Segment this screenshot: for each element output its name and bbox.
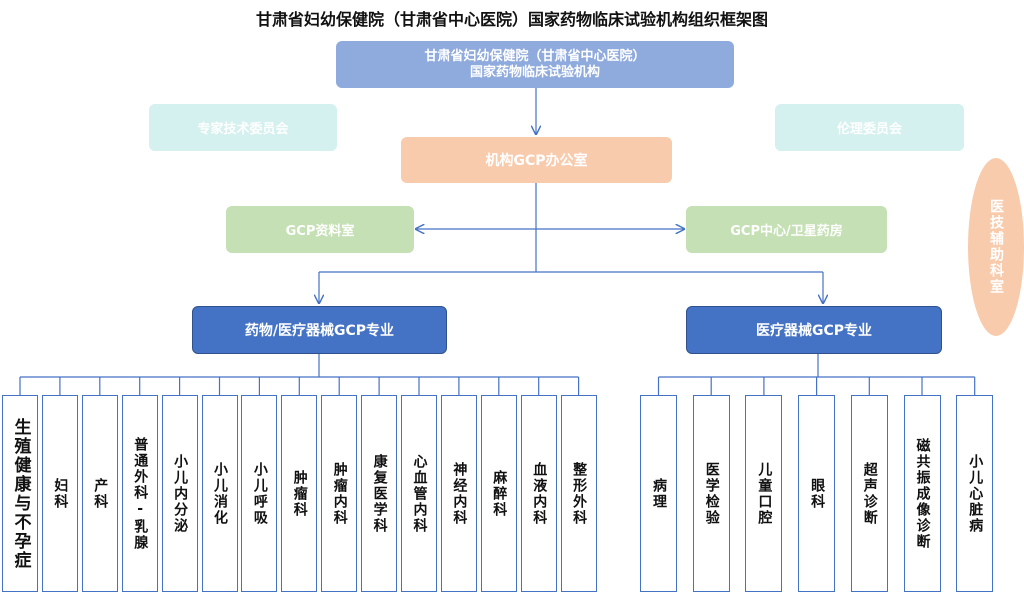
department-label: 整形外科 <box>571 461 588 526</box>
department-label: 超声诊断 <box>861 461 878 526</box>
department-box: 生殖健康与不孕症 <box>2 395 38 592</box>
department-box: 神经内科 <box>440 395 477 592</box>
department-box: 整形外科 <box>560 395 597 592</box>
department-label: 小儿消化 <box>212 461 228 526</box>
department-box: 康复医学科 <box>361 395 398 592</box>
department-box: 心血管内科 <box>401 395 437 592</box>
gcp-archive-box: GCP资料室 <box>226 206 414 253</box>
department-box: 妇科 <box>41 395 78 592</box>
department-label: 小儿呼吸 <box>251 461 268 526</box>
drug-specialty-box: 药物/医疗器械GCP专业 <box>192 306 447 354</box>
department-label: 磁共振成像诊断 <box>914 437 931 550</box>
department-box: 肿瘤科 <box>281 395 318 592</box>
medtech-dept-oval: 医技辅助科室 <box>968 158 1024 336</box>
department-label: 生殖健康与不孕症 <box>10 417 31 570</box>
department-box: 小儿消化 <box>201 395 238 592</box>
department-label: 医学检验 <box>703 461 720 526</box>
ethics-committee-box: 伦理委员会 <box>775 104 964 151</box>
page-title: 甘肃省妇幼保健院（甘肃省中心医院）国家药物临床试验机构组织框架图 <box>255 10 768 29</box>
department-box: 超声诊断 <box>850 395 888 592</box>
expert-committee-box: 专家技术委员会 <box>149 104 337 151</box>
department-box: 医学检验 <box>692 395 730 592</box>
department-label: 心血管内科 <box>411 453 428 534</box>
department-label: 小儿心脏病 <box>967 453 984 534</box>
institution-subtitle: 国家药物临床试验机构 <box>469 64 600 80</box>
department-label: 儿童口腔 <box>756 461 773 526</box>
institution-name: 甘肃省妇幼保健院（甘肃省中心医院） <box>424 48 646 64</box>
department-label: 神经内科 <box>451 461 468 526</box>
department-box: 普通外科-乳腺 <box>121 395 158 592</box>
department-label: 产科 <box>92 477 109 510</box>
department-box: 产科 <box>81 395 118 592</box>
gcp-office-box: 机构GCP办公室 <box>401 137 672 183</box>
department-label: 病理 <box>651 477 667 510</box>
department-label: 麻醉科 <box>491 469 508 518</box>
gcp-pharmacy-box: GCP中心/卫星药房 <box>686 206 887 253</box>
department-box: 小儿心脏病 <box>956 395 994 592</box>
department-box: 血液内科 <box>520 395 557 592</box>
department-box: 儿童口腔 <box>745 395 783 592</box>
department-label: 肿瘤内科 <box>331 461 348 526</box>
department-box: 磁共振成像诊断 <box>903 395 941 592</box>
department-box: 小儿呼吸 <box>241 395 278 592</box>
department-label: 小儿内分泌 <box>172 453 189 534</box>
institution-box: 甘肃省妇幼保健院（甘肃省中心医院） 国家药物临床试验机构 <box>336 41 734 88</box>
department-label: 康复医学科 <box>371 453 388 534</box>
department-box: 病理 <box>640 395 677 592</box>
department-label: 妇科 <box>52 477 69 510</box>
device-specialty-box: 医疗器械GCP专业 <box>686 306 942 354</box>
department-label: 血液内科 <box>531 461 548 526</box>
department-label: 普通外科-乳腺 <box>132 436 149 551</box>
department-box: 小儿内分泌 <box>161 395 198 592</box>
department-label: 肿瘤科 <box>291 469 308 518</box>
department-label: 眼科 <box>809 477 826 510</box>
department-box: 肿瘤内科 <box>321 395 358 592</box>
department-box: 麻醉科 <box>480 395 517 592</box>
medtech-dept-label: 医技辅助科室 <box>988 199 1004 295</box>
department-box: 眼科 <box>798 395 836 592</box>
